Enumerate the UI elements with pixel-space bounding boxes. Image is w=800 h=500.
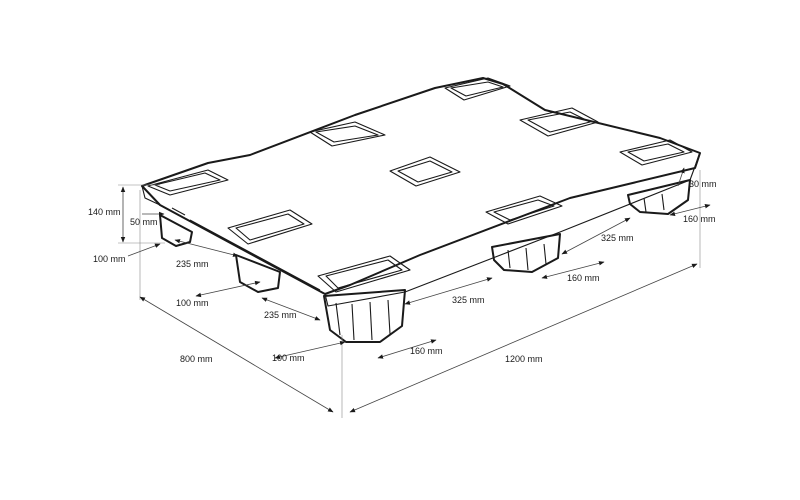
dim-line-100-a: [127, 243, 161, 257]
cutout-back-right: [619, 139, 693, 166]
label-100-c: 100 mm: [272, 353, 305, 363]
pallet-deck: [141, 77, 701, 307]
cutout-right-middle: [519, 107, 599, 137]
label-325-b: 325 mm: [601, 233, 634, 243]
dim-line-800: [139, 296, 334, 413]
cutout-left-middle: [227, 209, 313, 245]
cutout-back-left: [444, 77, 511, 101]
label-100-b: 100 mm: [176, 298, 209, 308]
dim-line-160-c: [669, 204, 711, 216]
label-50: 50 mm: [130, 217, 158, 227]
label-30: 30 mm: [689, 179, 717, 189]
deck-top: [141, 77, 701, 295]
label-235-a: 235 mm: [176, 259, 209, 269]
label-140: 140 mm: [88, 207, 121, 217]
dim-line-30: [677, 167, 685, 187]
dimension-labels: 140 mm 50 mm 100 mm 235 mm 100 mm 235 mm…: [88, 179, 717, 364]
dim-line-1200: [349, 263, 698, 413]
cutout-front-left: [147, 169, 229, 196]
label-325-a: 325 mm: [452, 295, 485, 305]
foot-front-corner: [323, 289, 406, 343]
label-1200: 1200 mm: [505, 354, 543, 364]
deck-cutouts: [147, 77, 693, 293]
dimension-lines: [120, 167, 711, 413]
cutout-center: [389, 156, 461, 187]
cutout-left-back: [309, 121, 386, 147]
label-160-a: 160 mm: [410, 346, 443, 356]
cutout-front-middle: [485, 195, 563, 225]
foot-front-right: [627, 179, 691, 215]
dim-line-100-b: [195, 280, 261, 298]
label-100-a: 100 mm: [93, 254, 126, 264]
label-800: 800 mm: [180, 354, 213, 364]
dim-line-235-a: [174, 239, 239, 257]
label-235-b: 235 mm: [264, 310, 297, 320]
label-160-b: 160 mm: [567, 273, 600, 283]
label-160-c: 160 mm: [683, 214, 716, 224]
dim-line-325-b: [561, 217, 631, 255]
